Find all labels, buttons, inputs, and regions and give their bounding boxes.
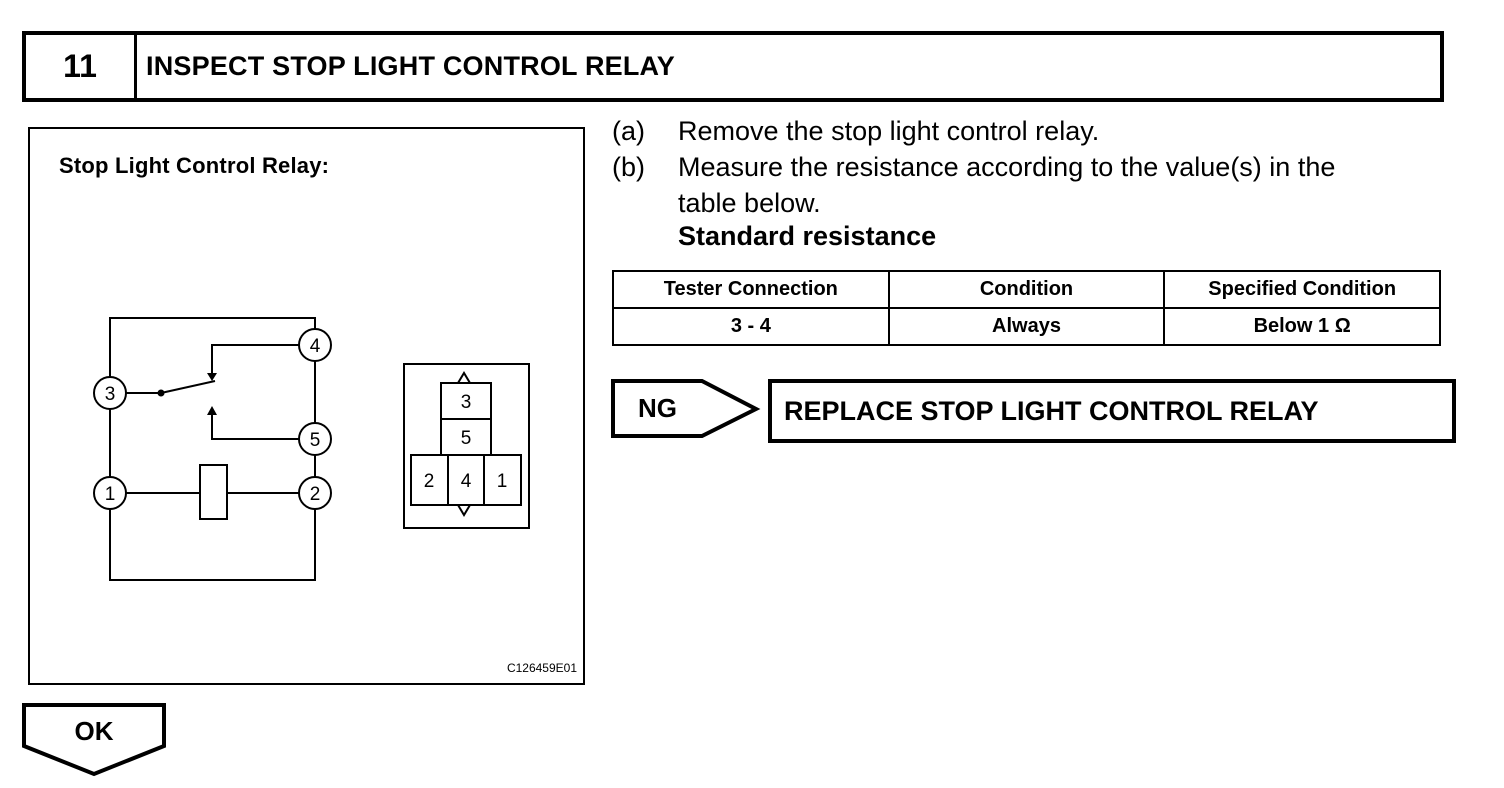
relay-circuit-diagram: 3 4 5 1 2 3 5 2	[93, 317, 530, 581]
terminal-1: 1	[93, 476, 127, 510]
connector-cell-5: 5	[461, 428, 472, 449]
terminal-2: 2	[298, 476, 332, 510]
table-header-row: Tester Connection Condition Specified Co…	[612, 270, 1441, 309]
ng-arrow: NG	[611, 379, 761, 438]
ng-action-box: REPLACE STOP LIGHT CONTROL RELAY	[768, 379, 1456, 443]
figure-id: C126459E01	[506, 661, 577, 675]
step-number: 11	[26, 35, 137, 98]
terminal-4: 4	[298, 328, 332, 362]
relay-connector-view	[403, 363, 530, 529]
instruction-a-text: Remove the stop light control relay.	[678, 116, 1100, 146]
table-header-specified-condition: Specified Condition	[1163, 270, 1441, 309]
table-cell-tester-connection: 3 - 4	[612, 307, 890, 346]
standard-resistance-table: Tester Connection Condition Specified Co…	[612, 270, 1441, 346]
connector-cell-2: 2	[424, 471, 435, 492]
instruction-b-text-cont: table below.	[678, 188, 821, 218]
ok-arrow: OK	[22, 703, 166, 777]
terminal-5: 5	[298, 422, 332, 456]
step-header: 11 INSPECT STOP LIGHT CONTROL RELAY	[22, 31, 1444, 102]
step-title: INSPECT STOP LIGHT CONTROL RELAY	[146, 51, 675, 81]
terminal-1-label: 1	[105, 484, 116, 505]
instruction-b-marker: (b)	[612, 152, 645, 182]
instruction-a-marker: (a)	[612, 116, 645, 146]
table-cell-specified-condition: Below 1 Ω	[1163, 307, 1441, 346]
table-cell-condition: Always	[887, 307, 1166, 346]
table-header-tester-connection: Tester Connection	[612, 270, 890, 309]
terminal-5-label: 5	[310, 430, 321, 451]
connector-cell-4: 4	[461, 471, 472, 492]
standard-resistance-label: Standard resistance	[678, 221, 937, 251]
relay-figure: Stop Light Control Relay:	[28, 127, 585, 685]
terminal-3: 3	[93, 376, 127, 410]
table-row: 3 - 4 Always Below 1 Ω	[612, 307, 1441, 346]
instruction-b-text: Measure the resistance according to the …	[678, 152, 1336, 182]
figure-title: Stop Light Control Relay:	[59, 153, 330, 178]
terminal-3-label: 3	[105, 384, 116, 405]
terminal-4-label: 4	[310, 336, 321, 357]
table-header-condition: Condition	[887, 270, 1166, 309]
connector-cell-3: 3	[461, 392, 472, 413]
terminal-2-label: 2	[310, 484, 321, 505]
ng-label: NG	[638, 393, 677, 423]
ok-label: OK	[75, 716, 114, 746]
connector-cell-1: 1	[497, 471, 508, 492]
